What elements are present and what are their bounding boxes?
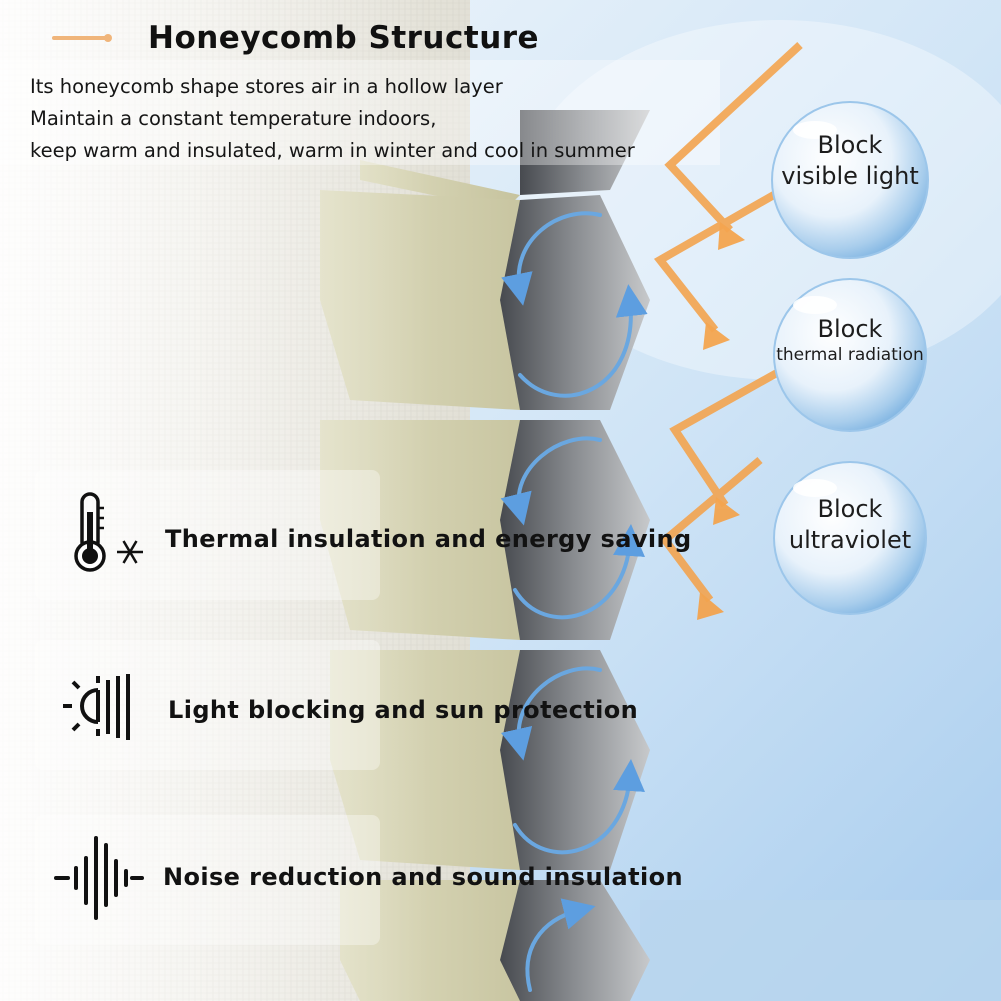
sound-wave-icon (54, 836, 144, 920)
feature-noise-reduction: Noise reduction and sound insulation (163, 863, 684, 891)
title-accent-dot (104, 34, 112, 42)
sun-shade-icon (63, 674, 130, 740)
bubble-label-line1: Block (817, 495, 883, 523)
bubble-ultraviolet: Block ultraviolet (770, 494, 930, 555)
bubble-label-line2: thermal radiation (776, 344, 924, 365)
thermometer-snowflake-icon (74, 492, 143, 572)
air-circulation-arrows (500, 211, 648, 992)
title-accent-line (52, 36, 110, 40)
water-bubbles (771, 101, 929, 615)
bubble-label-line2: visible light (781, 161, 919, 190)
bubble-label-line1: Block (817, 315, 883, 343)
bubble-thermal-radiation: Block thermal radiation (765, 314, 935, 366)
bubble-label-line2: ultraviolet (788, 525, 912, 554)
description-line-1: Its honeycomb shape stores air in a holl… (30, 75, 503, 98)
bubble-label-line1: Block (817, 131, 883, 159)
feature-thermal-insulation: Thermal insulation and energy saving (165, 525, 692, 553)
description-line-2: Maintain a constant temperature indoors, (30, 107, 437, 130)
feature-light-blocking: Light blocking and sun protection (168, 696, 639, 724)
description-line-3: keep warm and insulated, warm in winter … (30, 139, 635, 162)
bubble-visible-light: Block visible light (770, 130, 930, 191)
light-ray-arrows (653, 42, 803, 603)
page-title: Honeycomb Structure (148, 20, 540, 56)
